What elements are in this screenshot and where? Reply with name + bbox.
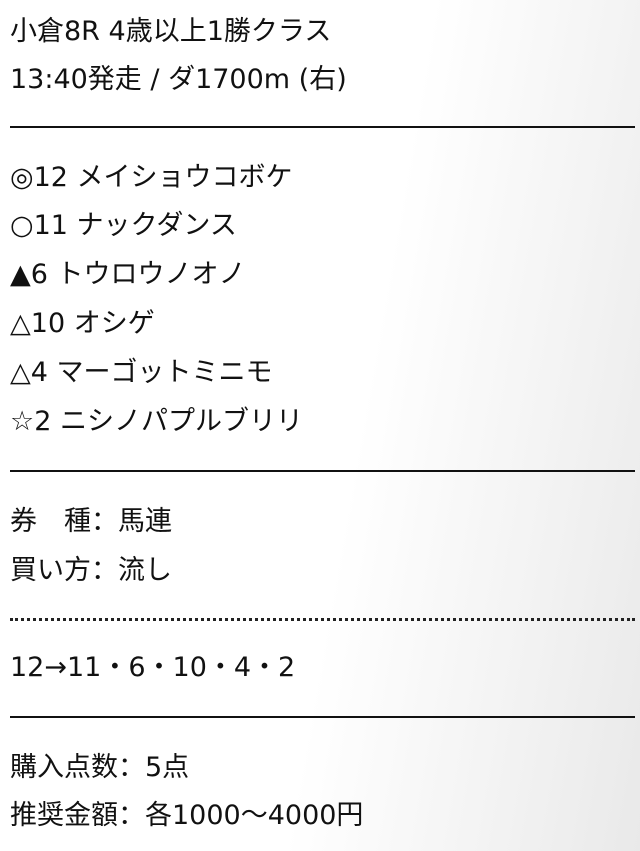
divider bbox=[10, 126, 635, 128]
pick-number: 11 bbox=[33, 210, 68, 241]
divider bbox=[10, 470, 635, 472]
pick-horse-name: メイショウコボケ bbox=[76, 162, 293, 193]
pick-number: 12 bbox=[33, 162, 68, 193]
pick-mark: ◎ bbox=[10, 162, 34, 193]
race-info: 13:40発走 / ダ1700m (右) bbox=[10, 64, 347, 95]
amount-row: 推奨金額：各1000〜4000円 bbox=[10, 798, 363, 834]
pick-item: △4 マーゴットミニモ bbox=[10, 355, 273, 391]
pick-item: ○11 ナックダンス bbox=[10, 208, 237, 244]
pick-item: ☆2 ニシノパプルブリリ bbox=[10, 404, 303, 440]
pick-horse-name: マーゴットミニモ bbox=[56, 357, 273, 388]
bet-method-row: 買い方：流し bbox=[10, 553, 172, 589]
amount-value: 各1000〜4000円 bbox=[145, 800, 364, 831]
bet-type-value: 馬連 bbox=[118, 506, 172, 537]
pick-mark: ○ bbox=[10, 210, 34, 241]
pick-item: ◎12 メイショウコボケ bbox=[10, 160, 293, 196]
pick-mark: △ bbox=[10, 357, 31, 388]
pick-horse-name: ニシノパプルブリリ bbox=[60, 406, 303, 437]
points-label: 購入点数： bbox=[10, 752, 145, 783]
amount-label: 推奨金額： bbox=[10, 800, 145, 831]
pick-item: ▲6 トウロウノオノ bbox=[10, 257, 246, 293]
bet-type-label: 券 種： bbox=[10, 506, 118, 537]
pick-number: 10 bbox=[30, 308, 66, 339]
pick-number: 4 bbox=[30, 357, 48, 388]
race-title: 小倉8R 4歳以上1勝クラス bbox=[10, 16, 332, 47]
pick-number: 2 bbox=[34, 406, 52, 437]
pick-mark: ▲ bbox=[10, 259, 31, 290]
dotted-divider bbox=[10, 618, 635, 621]
pick-number: 6 bbox=[30, 259, 48, 290]
bet-combination: 12→11・6・10・4・2 bbox=[10, 652, 296, 683]
divider bbox=[10, 716, 635, 718]
pick-mark: ☆ bbox=[10, 406, 35, 437]
points-value: 5点 bbox=[145, 752, 190, 783]
pick-mark: △ bbox=[10, 308, 31, 339]
pick-horse-name: オシゲ bbox=[73, 308, 155, 339]
pick-horse-name: トウロウノオノ bbox=[56, 259, 246, 290]
points-row: 購入点数：5点 bbox=[10, 750, 189, 786]
bet-method-label: 買い方： bbox=[10, 555, 118, 586]
bet-type-row: 券 種：馬連 bbox=[10, 504, 172, 540]
pick-item: △10 オシゲ bbox=[10, 306, 155, 342]
bet-method-value: 流し bbox=[118, 555, 172, 586]
pick-horse-name: ナックダンス bbox=[76, 210, 237, 241]
